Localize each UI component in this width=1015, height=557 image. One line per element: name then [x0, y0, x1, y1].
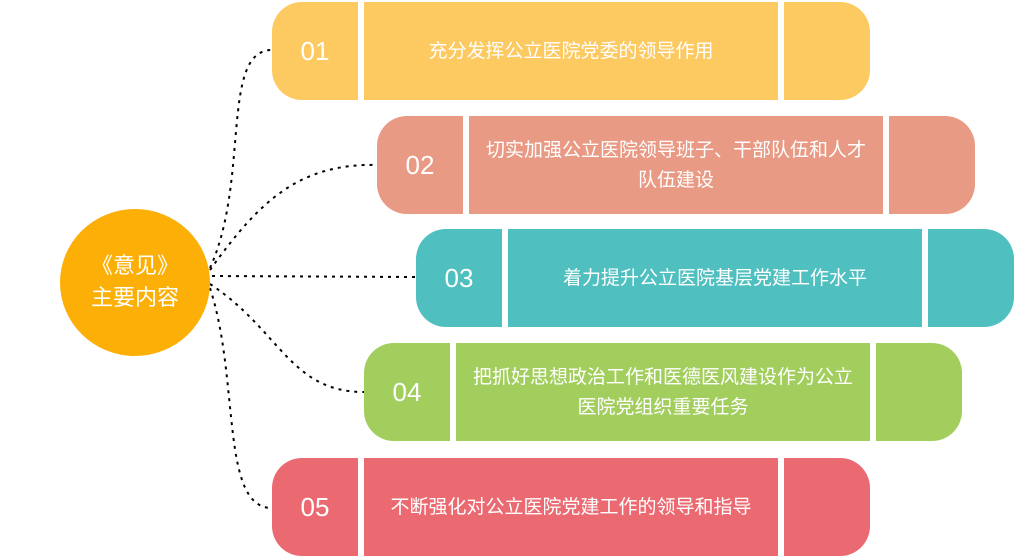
- hub-circle: 《意见》 主要内容: [60, 209, 210, 356]
- item-02-divider-right: [883, 116, 889, 214]
- item-04-divider-left: [450, 343, 456, 441]
- item-02: 02 切实加强公立医院领导班子、干部队伍和人才队伍建设: [377, 116, 975, 214]
- item-02-pill: [377, 116, 975, 214]
- item-01-divider-left: [358, 2, 364, 100]
- item-03-text: 着力提升公立医院基层党建工作水平: [562, 267, 867, 289]
- item-02-text: 切实加强公立医院领导班子、干部队伍和人才队伍建设: [485, 139, 866, 191]
- hub-title: 《意见》: [90, 253, 179, 279]
- item-04-pill: [364, 343, 962, 441]
- item-03-number: 03: [444, 262, 474, 293]
- item-03-divider-right: [922, 229, 928, 327]
- item-04-divider-right: [870, 343, 876, 441]
- item-03-divider-left: [502, 229, 508, 327]
- item-01-text: 充分发挥公立医院党委的领导作用: [428, 40, 714, 62]
- item-01-number: 01: [300, 35, 330, 66]
- item-04: 04 把抓好思想政治工作和医德医风建设作为公立医院党组织重要任务: [364, 343, 962, 441]
- item-05: 05 不断强化对公立医院党建工作的领导和指导: [272, 458, 870, 556]
- connector-03: [211, 275, 417, 278]
- item-01-divider-right: [778, 2, 784, 100]
- item-05-number: 05: [300, 491, 330, 522]
- item-04-number: 04: [392, 376, 422, 407]
- item-05-pill: [272, 458, 870, 556]
- hub-subtitle: 主要内容: [90, 285, 179, 311]
- item-02-divider-left: [463, 116, 469, 214]
- item-02-number: 02: [405, 149, 435, 180]
- connector-02: [209, 163, 379, 271]
- item-01-pill: [272, 2, 870, 100]
- item-01: 01 充分发挥公立医院党委的领导作用: [272, 2, 870, 100]
- item-05-divider-right: [778, 458, 784, 556]
- connector-04: [209, 283, 365, 393]
- item-05-text: 不断强化对公立医院党建工作的领导和指导: [390, 496, 752, 518]
- item-03: 03 着力提升公立医院基层党建工作水平: [416, 229, 1014, 327]
- connector-01: [209, 49, 273, 269]
- item-04-text: 把抓好思想政治工作和医德医风建设作为公立医院党组织重要任务: [472, 366, 853, 418]
- item-03-pill: [416, 229, 1014, 327]
- item-05-divider-left: [358, 458, 364, 556]
- connector-05: [209, 287, 273, 509]
